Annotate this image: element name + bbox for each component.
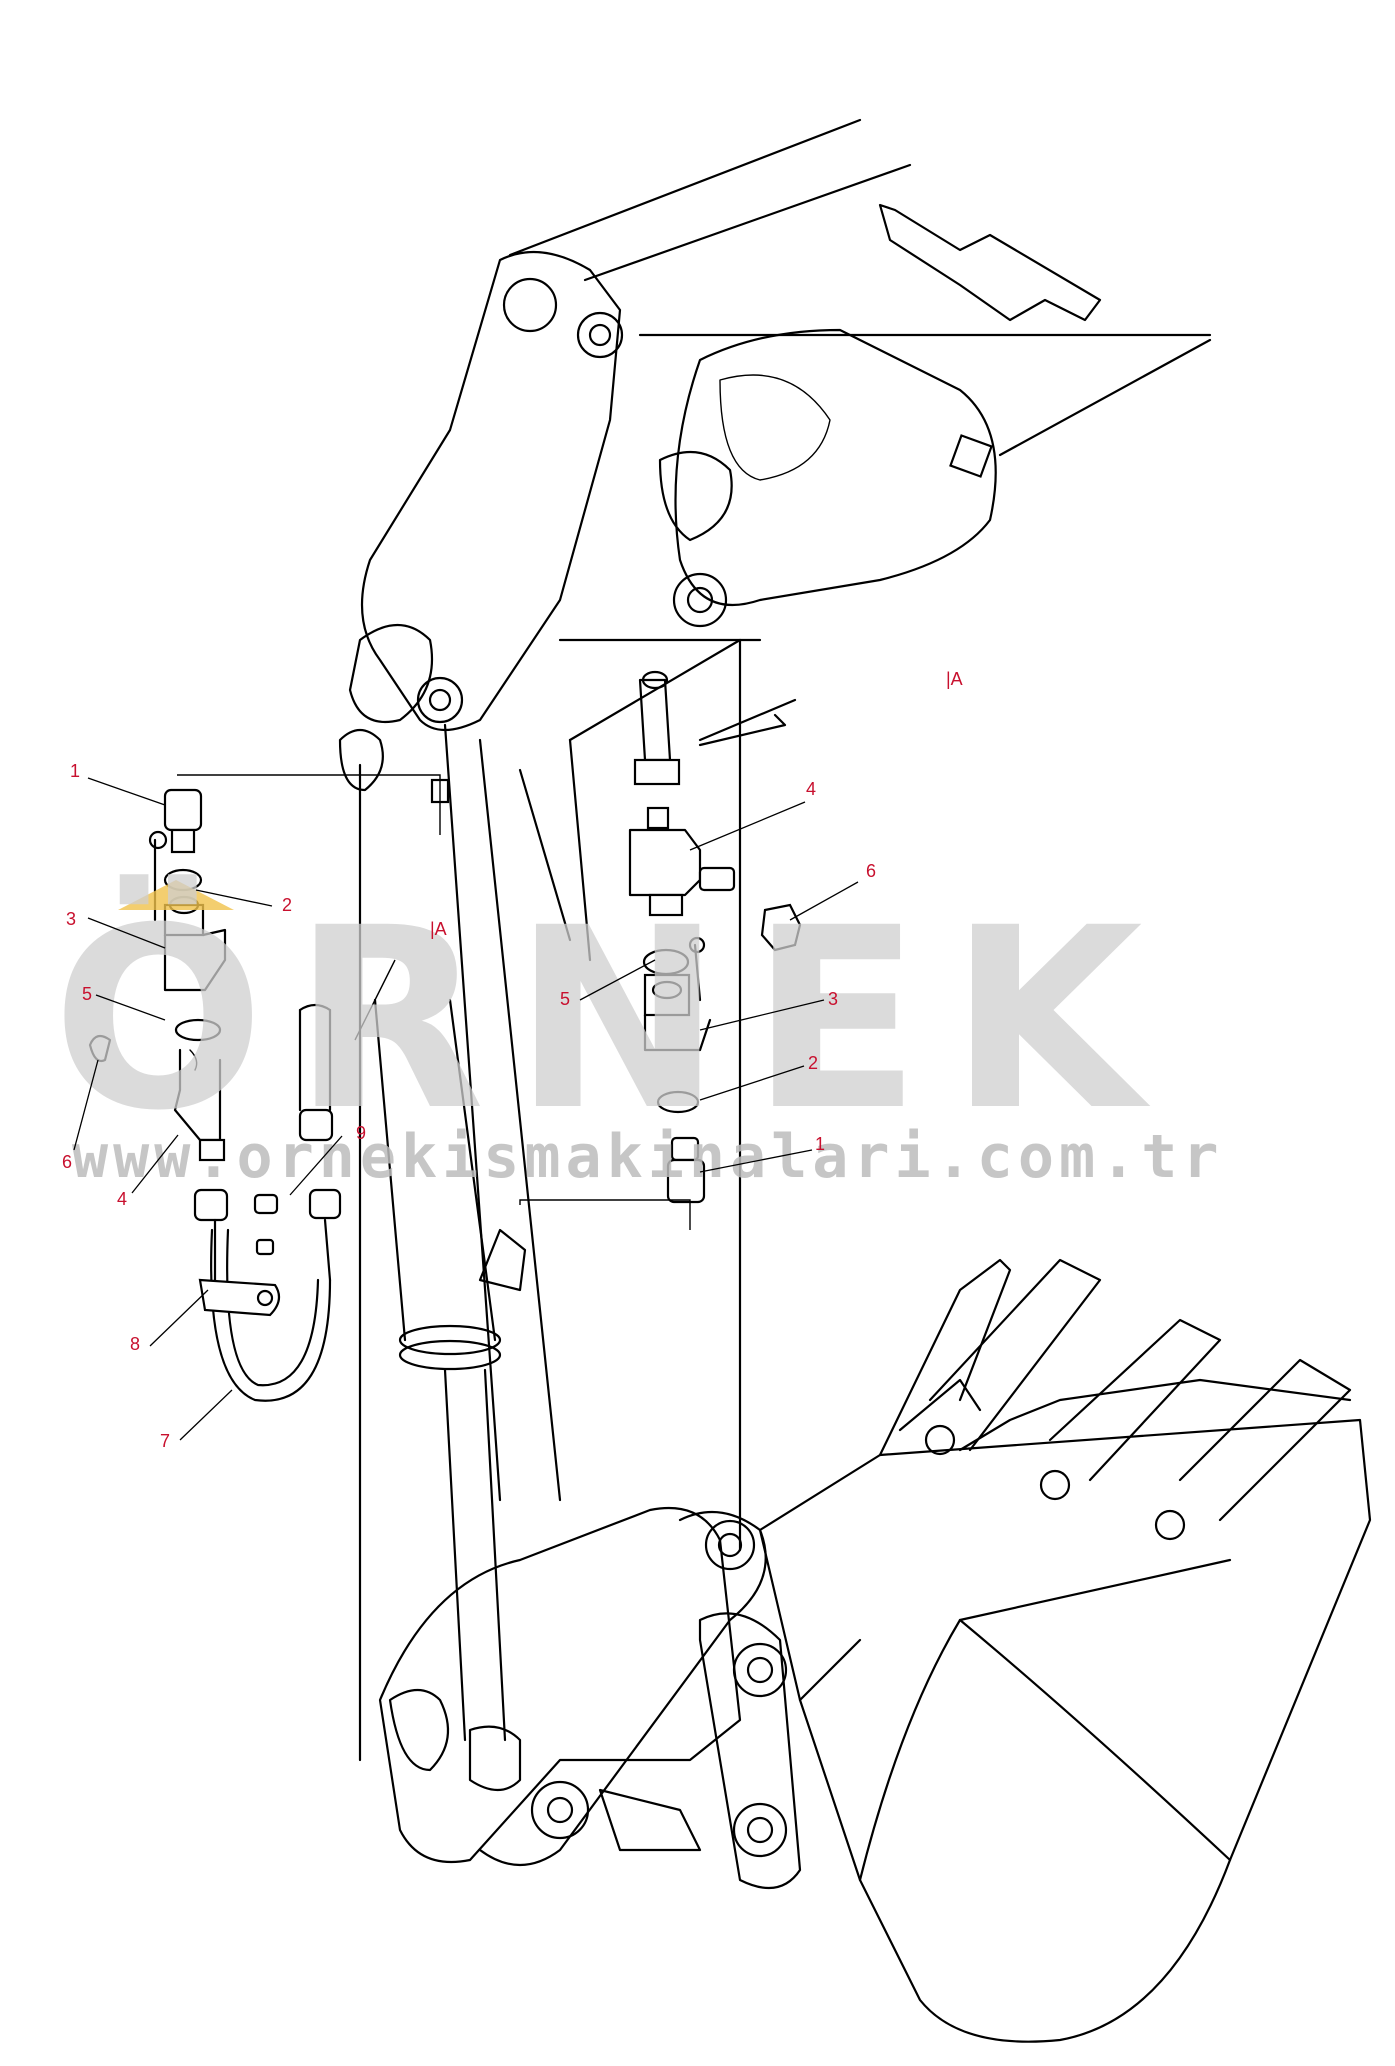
callout-8-left: 8 xyxy=(130,1334,141,1354)
arm xyxy=(338,250,762,1762)
view-mark-right: |A xyxy=(946,669,963,689)
callout-2-left: 2 xyxy=(282,895,293,915)
view-mark-left: |A xyxy=(430,919,447,939)
callout-4-left: 4 xyxy=(117,1189,128,1209)
callout-9-left: 9 xyxy=(356,1123,367,1143)
callout-4-right: 4 xyxy=(806,779,817,799)
bucket xyxy=(758,1258,1372,2043)
watermark-brand: ÖRNEK xyxy=(52,874,1171,1165)
callout-3-left: 3 xyxy=(66,909,77,929)
callout-7-left: 7 xyxy=(160,1431,171,1451)
callout-6-right: 6 xyxy=(866,861,877,881)
callout-5-left: 5 xyxy=(82,984,93,1004)
callout-3-right: 3 xyxy=(828,989,839,1009)
callout-2-right: 2 xyxy=(808,1053,819,1073)
left-assembly xyxy=(88,774,441,1402)
linkage xyxy=(378,1506,802,1890)
boom xyxy=(508,118,1212,628)
callout-6-left: 6 xyxy=(62,1152,73,1172)
callout-1-right: 1 xyxy=(815,1134,826,1154)
callout-5-right: 5 xyxy=(560,989,571,1009)
right-assembly xyxy=(519,670,802,1230)
bucket-cylinder xyxy=(373,778,527,1742)
watermark-url: www.ornekismakinalari.com.tr xyxy=(72,1122,1224,1192)
callout-1-left: 1 xyxy=(70,761,81,781)
watermark-accent xyxy=(118,880,234,910)
